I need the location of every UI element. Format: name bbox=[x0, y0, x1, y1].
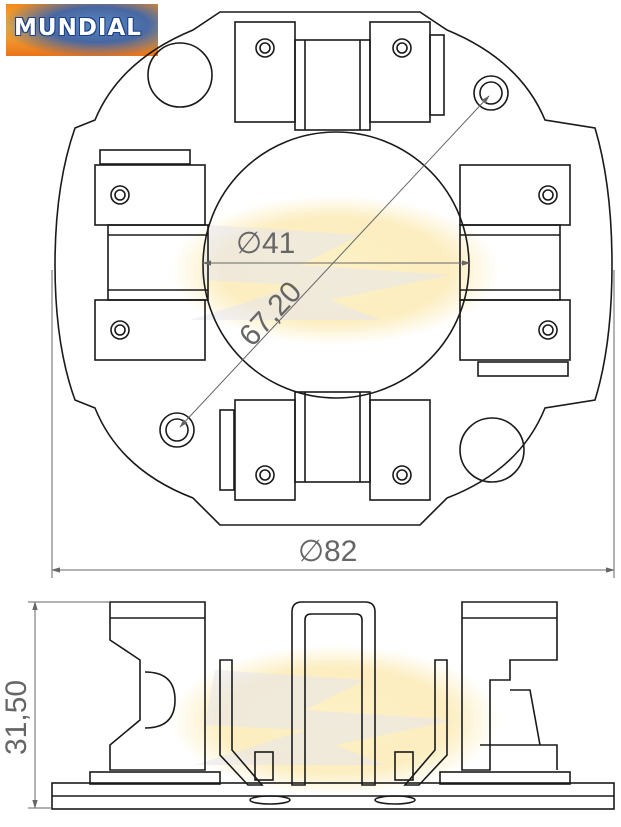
side-view bbox=[51, 601, 615, 810]
dim-diameter-82: 82 bbox=[324, 535, 357, 568]
dim-diameter-41-symbol: ∅ bbox=[236, 227, 262, 260]
logo-text: MUNDIAL bbox=[14, 15, 142, 41]
dim-line-67 bbox=[179, 95, 490, 428]
mount-hole-tl bbox=[147, 42, 213, 108]
mount-hole-br bbox=[459, 417, 525, 483]
mundial-logo: MUNDIAL bbox=[6, 4, 158, 56]
dimension-lines-side bbox=[28, 601, 110, 809]
brush-holder-bottom bbox=[219, 391, 431, 501]
outer-outline bbox=[54, 11, 613, 526]
dim-diameter-41: 41 bbox=[262, 227, 295, 260]
watermark-bolt-bottom bbox=[195, 670, 455, 765]
bolt-hole-bl bbox=[159, 412, 195, 448]
brush-holder-top bbox=[234, 21, 445, 131]
bolt-hole-tr bbox=[473, 75, 509, 111]
dim-height: 31,50 bbox=[0, 680, 33, 755]
side-block-left bbox=[109, 601, 206, 771]
side-block-right bbox=[461, 601, 558, 771]
side-center-clip bbox=[291, 601, 376, 786]
dimension-lines-top bbox=[51, 95, 615, 578]
dim-diameter-82-symbol: ∅ bbox=[298, 535, 324, 568]
globe-graphic bbox=[6, 4, 158, 56]
